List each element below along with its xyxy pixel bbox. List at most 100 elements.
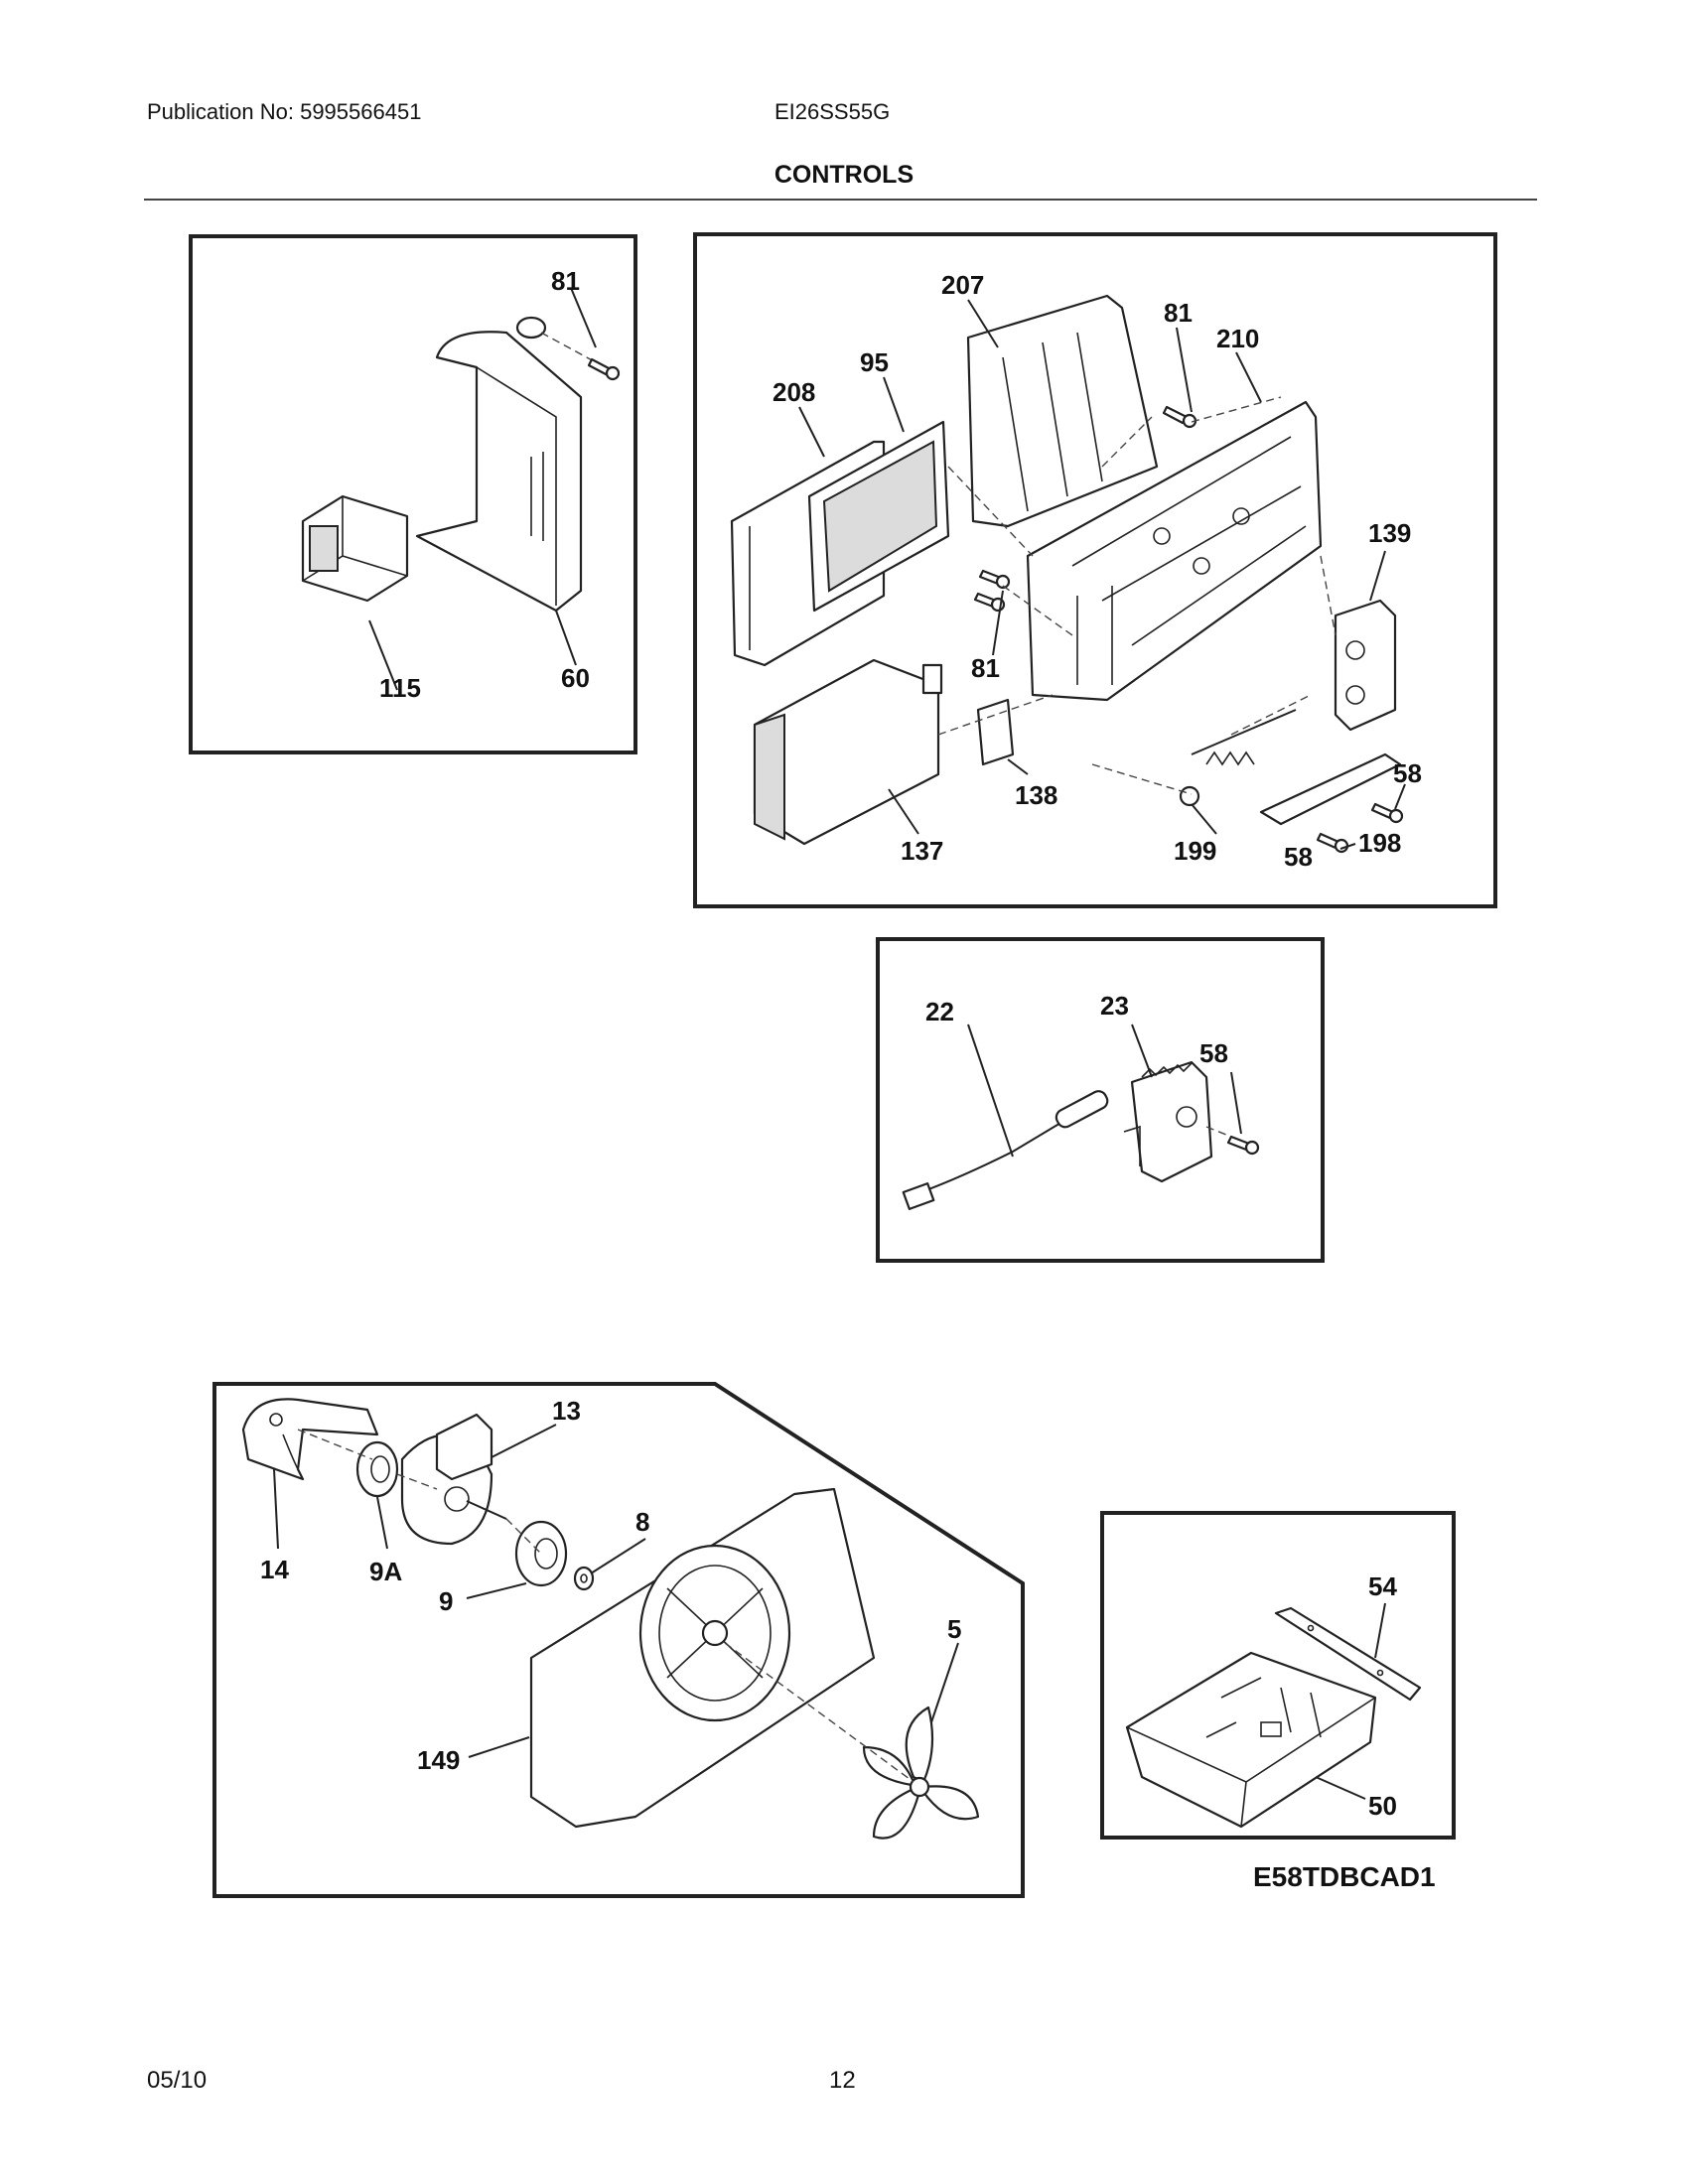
part-5-fan bbox=[862, 1706, 980, 1840]
leader-54 bbox=[1374, 1602, 1386, 1659]
leader-13 bbox=[491, 1424, 557, 1458]
part-139-module bbox=[1334, 599, 1397, 732]
panel-c-frame bbox=[876, 937, 1325, 1263]
leader-9a bbox=[376, 1496, 388, 1550]
leader-81-a bbox=[570, 287, 597, 348]
leader-139 bbox=[1369, 550, 1386, 602]
panel-d: 13 8 14 9A 9 5 149 bbox=[212, 1382, 1025, 1898]
leader-199 bbox=[1191, 803, 1217, 835]
screw-81-c bbox=[973, 569, 1011, 613]
callout-50: 50 bbox=[1368, 1791, 1397, 1821]
callout-58-a: 58 bbox=[1199, 1038, 1228, 1068]
part-115-switch bbox=[301, 494, 409, 603]
part-50-tray bbox=[1125, 1651, 1377, 1829]
callout-22: 22 bbox=[925, 997, 954, 1026]
part-54-strip bbox=[1274, 1606, 1422, 1702]
leader-5 bbox=[930, 1642, 959, 1723]
callout-139: 139 bbox=[1368, 518, 1411, 548]
callout-138: 138 bbox=[1015, 780, 1057, 810]
leader-95 bbox=[883, 376, 905, 433]
leader-58-a bbox=[1230, 1071, 1242, 1135]
part-137-block bbox=[753, 658, 943, 846]
part-13-motor bbox=[400, 1413, 507, 1546]
leader-115 bbox=[368, 619, 398, 691]
callout-81-c: 81 bbox=[971, 653, 1000, 683]
leader-58-b bbox=[1394, 783, 1406, 810]
callout-9: 9 bbox=[439, 1586, 453, 1616]
page-title: CONTROLS bbox=[774, 161, 914, 189]
leader-81-c bbox=[992, 590, 1004, 656]
callout-149: 149 bbox=[417, 1745, 460, 1775]
leader-8 bbox=[590, 1538, 646, 1574]
leader-22 bbox=[967, 1024, 1014, 1158]
panel-c: 22 23 58 bbox=[876, 937, 1325, 1263]
panel-a: 81 115 60 bbox=[189, 234, 637, 754]
callout-81-a: 81 bbox=[551, 266, 580, 296]
part-207-hood bbox=[966, 294, 1159, 528]
panel-e-frame bbox=[1100, 1511, 1456, 1840]
part-198-flap bbox=[1259, 752, 1402, 826]
leader-207 bbox=[967, 299, 999, 348]
callout-5: 5 bbox=[947, 1614, 961, 1644]
callout-81-b: 81 bbox=[1164, 298, 1193, 328]
leader-198 bbox=[1339, 843, 1356, 850]
diagram-code: E58TDBCAD1 bbox=[1253, 1861, 1436, 1892]
part-8-washer bbox=[573, 1566, 595, 1591]
part-23-cover bbox=[1123, 1060, 1213, 1183]
callout-54: 54 bbox=[1368, 1571, 1397, 1601]
publication-number: Publication No: 5995566451 bbox=[147, 99, 422, 124]
part-199-rod bbox=[1179, 709, 1297, 807]
callout-208: 208 bbox=[773, 377, 815, 407]
part-9a-wheel bbox=[355, 1440, 399, 1498]
callout-207: 207 bbox=[941, 270, 984, 300]
leader-137 bbox=[888, 788, 919, 835]
part-95-pad bbox=[807, 420, 950, 613]
callout-137: 137 bbox=[901, 836, 943, 866]
panel-b-assembly-lines bbox=[937, 396, 1336, 795]
part-60-housing bbox=[415, 316, 583, 613]
part-149-shroud bbox=[529, 1487, 876, 1829]
callout-95: 95 bbox=[860, 347, 889, 377]
panel-e: 54 50 bbox=[1100, 1511, 1456, 1840]
panel-d-frame bbox=[212, 1382, 1025, 1898]
screw-58-a bbox=[1205, 1126, 1260, 1156]
callout-60: 60 bbox=[561, 663, 590, 693]
leader-9 bbox=[466, 1582, 527, 1599]
leader-208 bbox=[798, 406, 825, 458]
callout-58-c: 58 bbox=[1284, 842, 1313, 872]
part-14-bracket bbox=[241, 1398, 379, 1481]
part-9-wheel bbox=[514, 1520, 568, 1587]
header-rule bbox=[144, 199, 1537, 201]
callout-8: 8 bbox=[635, 1507, 649, 1537]
screw-58-b bbox=[1316, 802, 1404, 854]
footer-date: 05/10 bbox=[147, 2067, 208, 2094]
panel-a-frame bbox=[189, 234, 637, 754]
part-22-sensor bbox=[902, 1090, 1109, 1211]
panel-d-assembly-lines bbox=[297, 1429, 914, 1783]
callout-13: 13 bbox=[552, 1396, 581, 1426]
leader-149 bbox=[468, 1736, 530, 1758]
screw-81-a bbox=[540, 332, 621, 381]
leader-23 bbox=[1131, 1024, 1153, 1078]
part-138-clip bbox=[976, 698, 1015, 766]
panel-b-frame bbox=[693, 232, 1497, 908]
callout-58-b: 58 bbox=[1393, 758, 1422, 788]
part-210-frame bbox=[1026, 400, 1323, 702]
callout-115: 115 bbox=[379, 673, 421, 703]
panel-b: 207 81 210 95 208 139 81 138 137 199 58 … bbox=[693, 232, 1497, 908]
leader-50 bbox=[1315, 1776, 1366, 1800]
leader-81-b bbox=[1176, 327, 1193, 413]
leader-14 bbox=[273, 1468, 279, 1550]
callout-9a: 9A bbox=[369, 1557, 402, 1586]
leader-210 bbox=[1235, 351, 1262, 403]
callout-198: 198 bbox=[1358, 828, 1401, 858]
callout-199: 199 bbox=[1174, 836, 1216, 866]
callout-14: 14 bbox=[260, 1555, 289, 1584]
page-number: 12 bbox=[829, 2067, 856, 2094]
leader-138 bbox=[1007, 758, 1029, 775]
callout-23: 23 bbox=[1100, 991, 1129, 1021]
model-number: EI26SS55G bbox=[774, 99, 891, 124]
callout-210: 210 bbox=[1216, 324, 1259, 353]
leader-60 bbox=[555, 610, 577, 666]
